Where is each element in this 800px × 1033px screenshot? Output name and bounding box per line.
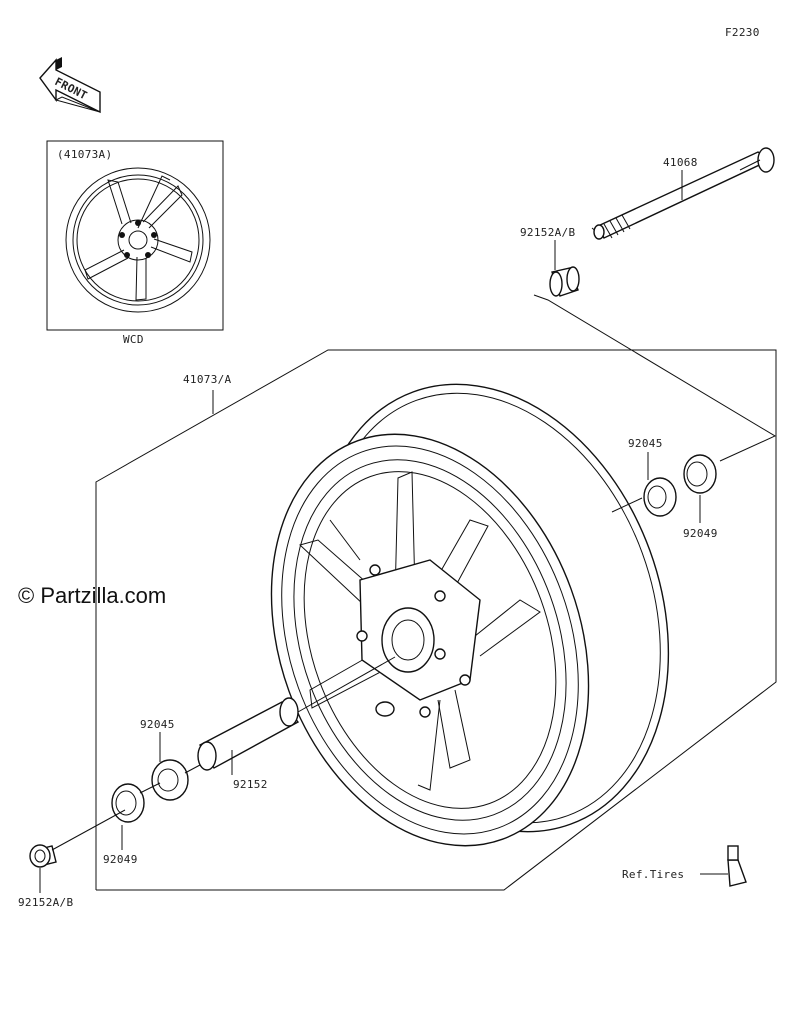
seal-right-part	[683, 454, 717, 494]
bearing-left-part	[151, 759, 189, 801]
label-axle: 41068	[663, 156, 698, 169]
seal-left-part	[111, 783, 145, 823]
label-bearing-left: 92045	[140, 718, 175, 731]
label-spacer: 92152	[233, 778, 268, 791]
axle-part	[591, 147, 775, 240]
inset-caption: WCD	[123, 333, 144, 346]
valve-part	[700, 845, 747, 887]
label-tires-ref: Ref.Tires	[622, 868, 684, 881]
label-collar-top: 92152A/B	[520, 226, 575, 239]
inset-part-label: (41073A)	[57, 148, 112, 161]
leader-lines	[39, 170, 777, 893]
front-arrow-icon: FRONT	[39, 57, 101, 114]
bearing-right-part	[643, 477, 677, 517]
label-seal-right: 92049	[683, 527, 718, 540]
front-wheel	[270, 383, 670, 847]
label-seal-left: 92049	[103, 853, 138, 866]
watermark-text: © Partzilla.com	[18, 583, 167, 608]
spacer-part	[197, 697, 300, 771]
inset-wheel-variant: (41073A)	[46, 140, 224, 331]
collar-top-part	[549, 266, 580, 297]
label-collar-left: 92152A/B	[18, 896, 73, 909]
figure-code: F2230	[725, 26, 760, 39]
assembly-frame	[95, 349, 777, 891]
label-wheel: 41073/A	[183, 373, 232, 386]
label-bearing-right: 92045	[628, 437, 663, 450]
collar-left-part	[29, 844, 57, 868]
